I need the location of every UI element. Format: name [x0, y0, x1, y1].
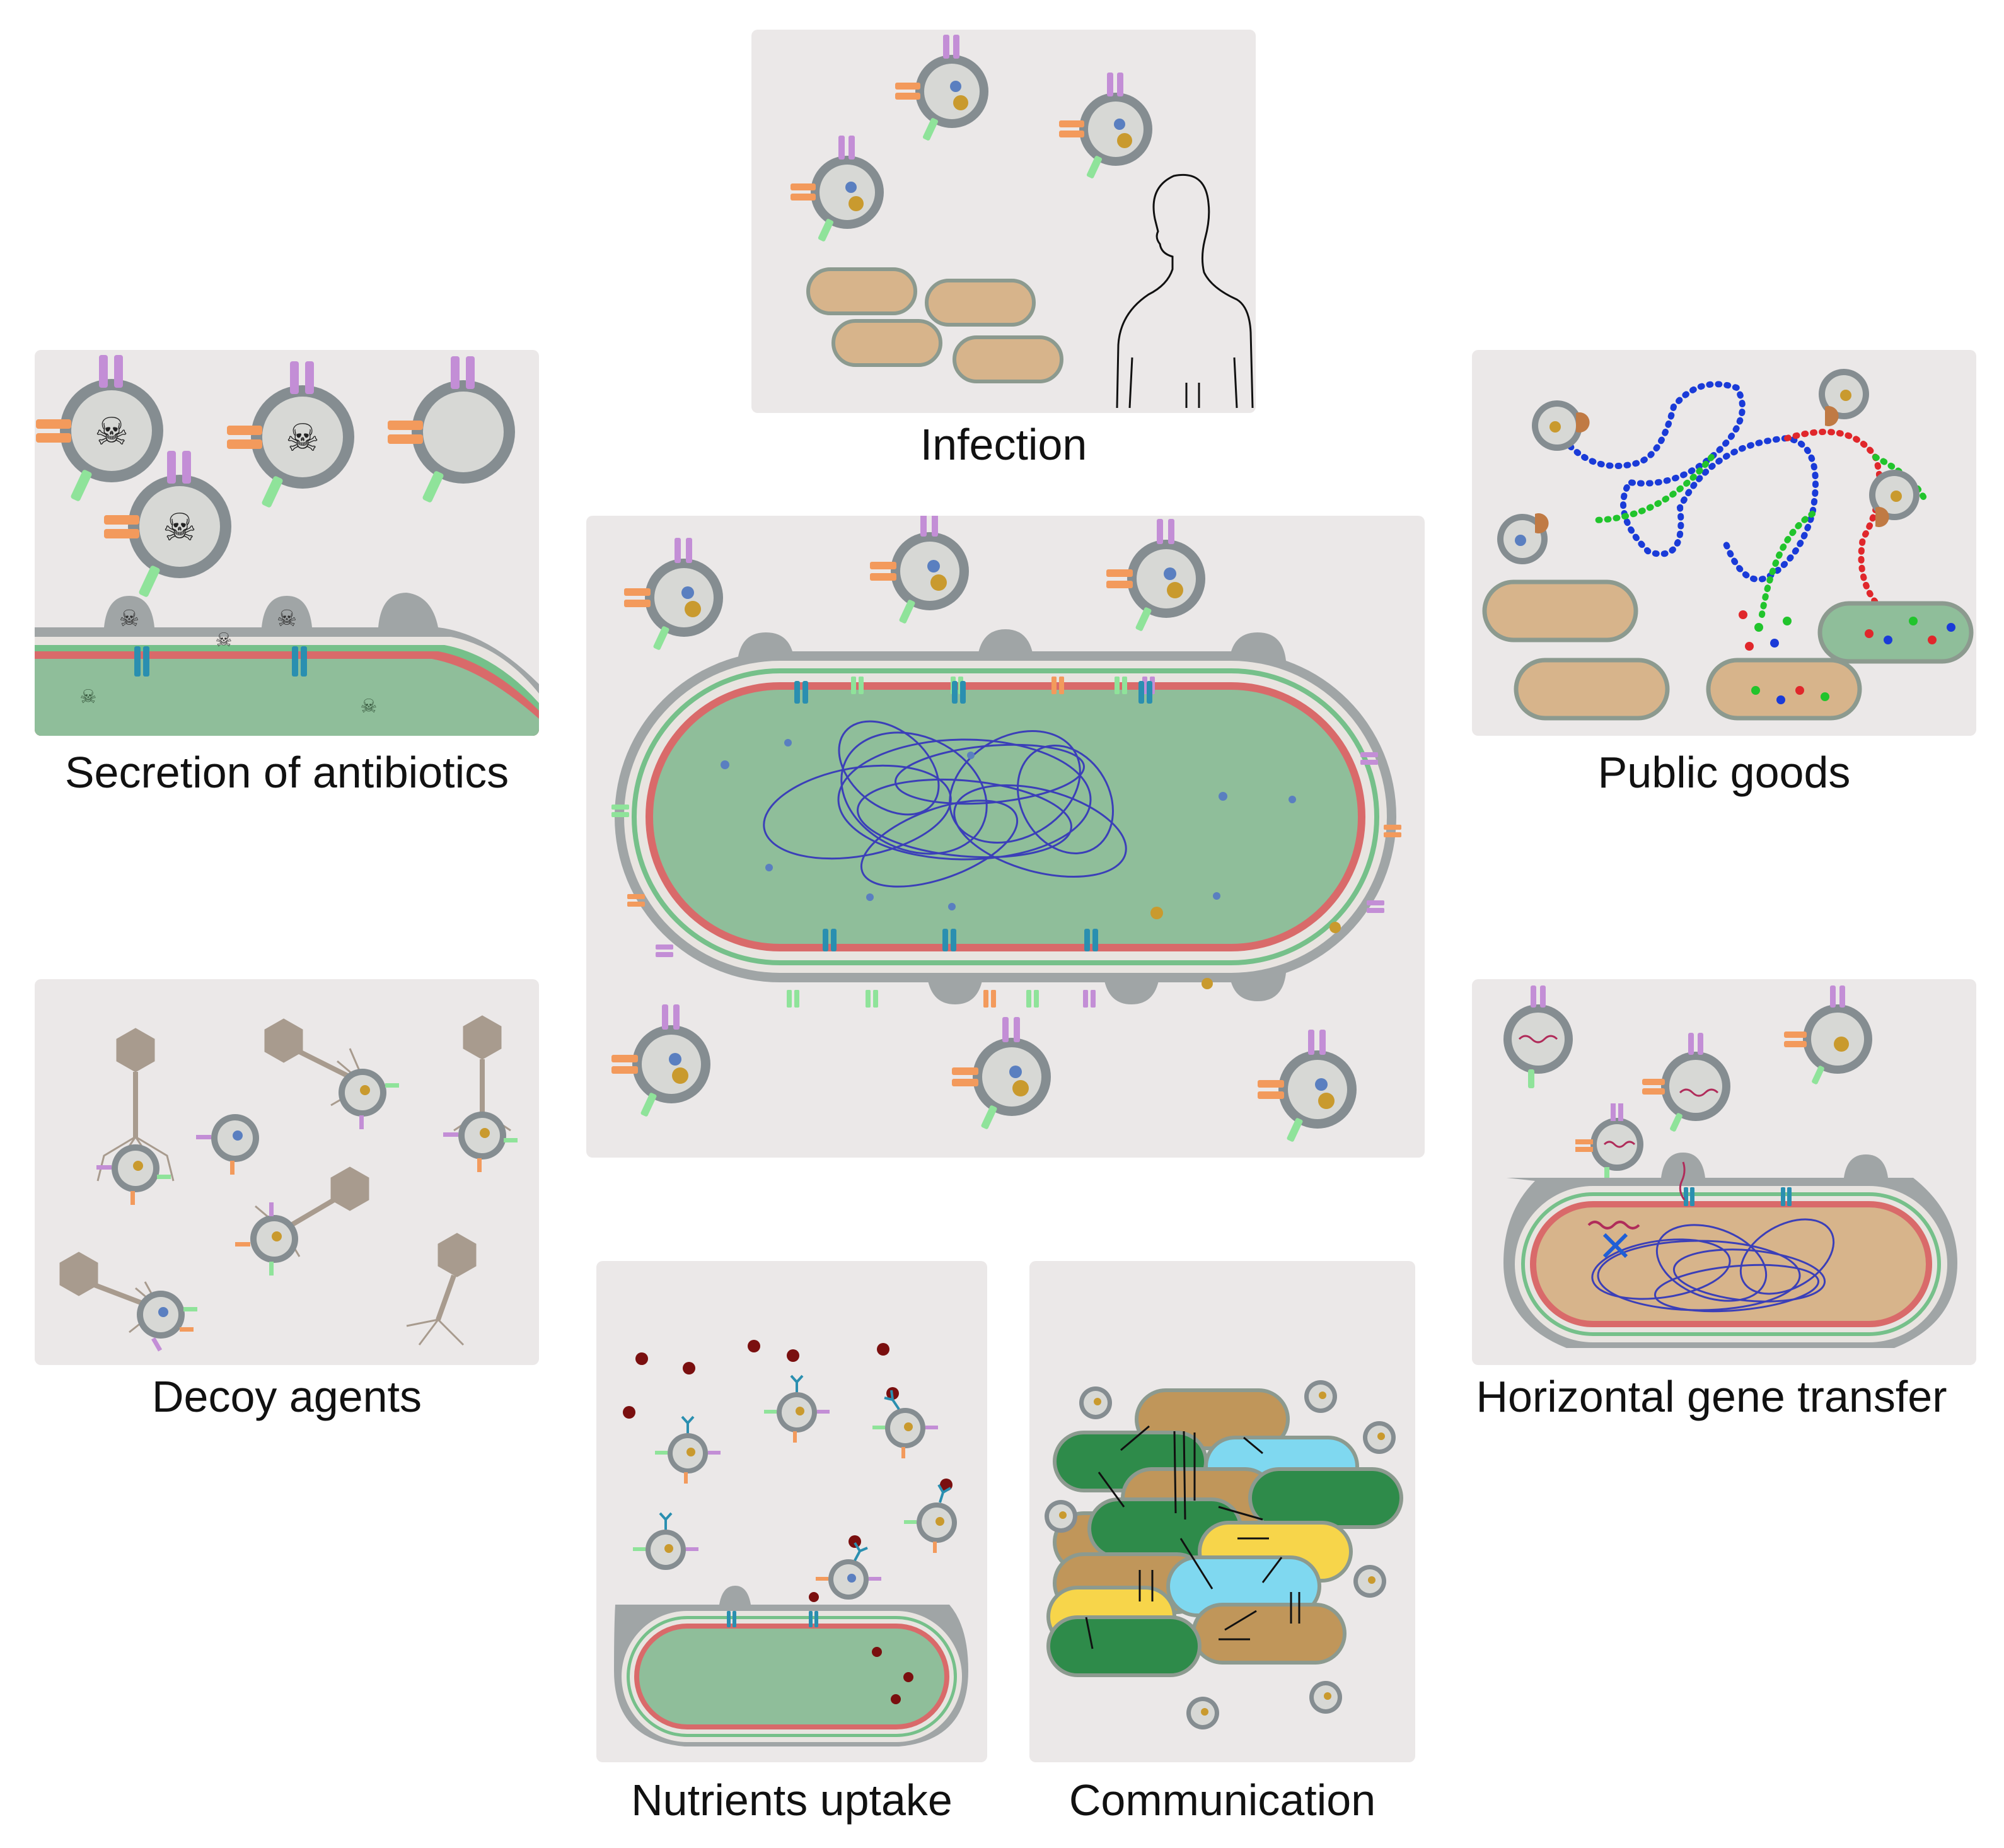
vesicle [952, 1017, 1051, 1129]
membrane-proteins [611, 677, 1401, 1008]
vesicle [655, 1415, 721, 1484]
vesicle [443, 1112, 518, 1172]
decoy-panel [35, 979, 539, 1365]
communication-illustration [1045, 1380, 1403, 1729]
phage-icon [406, 1233, 477, 1346]
public-goods-label: Public goods [1597, 748, 1851, 797]
skull-icon: ☠ [95, 410, 129, 453]
infection-illustration [791, 35, 1254, 409]
decoy-illustration [59, 1015, 518, 1352]
cytoplasmic-particles [721, 739, 1341, 989]
vesicle [633, 1512, 698, 1570]
skull-icon: ☠ [163, 506, 197, 549]
vesicle [611, 1004, 710, 1117]
vesicle [1363, 1421, 1396, 1454]
vesicle: ☠ [104, 451, 231, 597]
skull-icon: ☠ [277, 605, 297, 631]
vesicle [196, 1114, 259, 1175]
vesicle [1503, 985, 1573, 1088]
vesicle [1186, 1697, 1219, 1729]
bacterium-cell [1503, 1153, 1957, 1348]
communication-label: Communication [1069, 1775, 1376, 1825]
vesicle [904, 1484, 957, 1553]
vesicle [339, 1069, 399, 1129]
vesicle: ☠ [36, 355, 163, 501]
vesicle: ☠ [227, 361, 354, 508]
bacterium-cell [615, 629, 1396, 1004]
vesicle [1309, 1681, 1342, 1714]
secretion-label: Secretion of antibiotics [64, 748, 509, 797]
nutrients-illustration [614, 1340, 968, 1746]
vesicle [872, 1390, 938, 1458]
vesicle [1532, 400, 1590, 451]
bacteria-group [806, 267, 1063, 383]
communication-panel [1029, 1261, 1415, 1762]
public-goods-panel [1472, 350, 1976, 736]
released-monomers [1739, 610, 1955, 704]
bacterium-cell [614, 1586, 968, 1746]
decoy-label: Decoy agents [151, 1372, 422, 1421]
vesicle [1079, 1386, 1112, 1419]
nutrients-panel [596, 1261, 987, 1762]
public-goods-illustration [1482, 369, 1974, 721]
vesicle [1575, 1103, 1643, 1182]
secretion-illustration: ☠ ☠ ☠ ☠ [35, 355, 539, 736]
skull-icon: ☠ [216, 630, 233, 651]
vesicle [1304, 1380, 1337, 1413]
vesicle [1258, 1030, 1357, 1142]
vesicle [1819, 369, 1869, 426]
vesicle [235, 1202, 298, 1276]
vesicle [1045, 1500, 1077, 1533]
vesicle [1059, 73, 1152, 178]
central-bacterium-illustration [611, 516, 1401, 1142]
phage-icon [59, 1252, 162, 1334]
bacteria-cluster [1046, 1388, 1403, 1677]
vesicle [624, 538, 723, 650]
vesicle [388, 356, 515, 503]
vesicle [96, 1144, 171, 1205]
skull-icon: ☠ [80, 687, 97, 707]
skull-icon: ☠ [361, 696, 378, 717]
vesicle [137, 1291, 197, 1352]
vesicle [791, 136, 884, 241]
vesicle [816, 1542, 881, 1600]
dna-coil-icon [763, 720, 1127, 888]
hgt-label: Horizontal gene transfer [1476, 1372, 1947, 1421]
vesicle [764, 1374, 830, 1443]
hgt-illustration [1503, 985, 1957, 1348]
recombination-cross-icon [1602, 1233, 1628, 1258]
signal-arrow-icon [1085, 1425, 1300, 1649]
vesicle [1642, 1033, 1730, 1132]
vesicle [1784, 985, 1872, 1084]
human-silhouette-icon [1116, 174, 1254, 409]
central-bacterium-panel [586, 516, 1425, 1158]
vesicle [870, 516, 969, 624]
vesicle [1497, 513, 1549, 564]
vesicle [1353, 1565, 1386, 1598]
skull-icon: ☠ [119, 605, 139, 631]
vesicle [1106, 519, 1205, 631]
dna-coil-icon [1591, 1218, 1835, 1313]
infection-panel [751, 30, 1256, 413]
secretion-panel: ☠ ☠ ☠ ☠ [35, 350, 539, 736]
hgt-panel [1472, 979, 1976, 1365]
infection-label: Infection [920, 420, 1087, 469]
nutrients-label: Nutrients uptake [631, 1775, 953, 1825]
skull-icon: ☠ [286, 417, 320, 459]
bacterium-edge: ☠ ☠ ☠ ☠ ☠ [35, 593, 539, 736]
bacteria-group [1482, 579, 1974, 721]
vesicle [895, 35, 988, 141]
vesicle [1869, 470, 1920, 527]
phage-icon [96, 1028, 175, 1182]
